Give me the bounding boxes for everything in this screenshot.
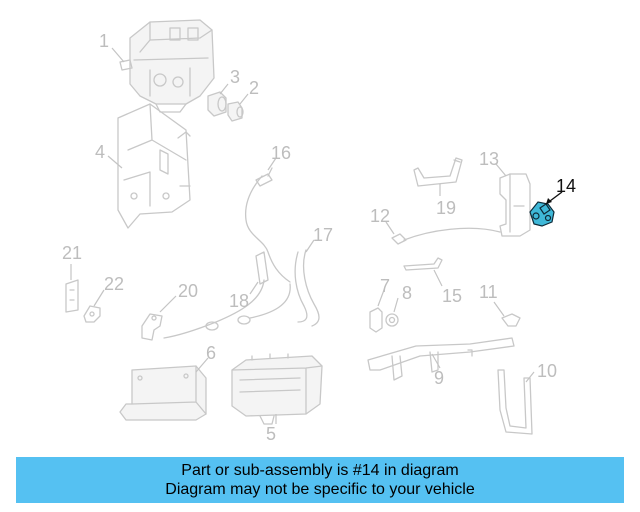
label-18: 18 — [229, 291, 249, 311]
leader-1 — [111, 47, 125, 63]
part-1-abs-unit — [119, 19, 215, 113]
label-12: 12 — [370, 206, 390, 226]
leader-4 — [107, 155, 123, 169]
part-17-line — [294, 249, 320, 327]
part-15-clip — [403, 257, 443, 271]
label-19: 19 — [436, 198, 456, 218]
label-3: 3 — [230, 67, 240, 87]
part-22 — [83, 305, 101, 323]
label-4: 4 — [95, 142, 105, 162]
part-10-u-bracket — [497, 369, 533, 435]
part-2 — [227, 101, 244, 122]
info-banner: Part or sub-assembly is #14 in diagram D… — [16, 457, 624, 503]
label-7: 7 — [380, 276, 390, 296]
label-14: 14 — [556, 176, 576, 196]
label-13: 13 — [479, 149, 499, 169]
part-9-rail — [367, 337, 515, 381]
leader-13 — [495, 163, 507, 177]
leader-7 — [377, 289, 385, 307]
part-14-highlighted[interactable] — [529, 201, 555, 227]
leader-3 — [219, 83, 229, 95]
label-10: 10 — [537, 361, 557, 381]
part-13-bracket — [499, 173, 531, 237]
label-17: 17 — [313, 225, 333, 245]
leader-18 — [249, 281, 259, 295]
arrow-head-14 — [546, 198, 552, 204]
leader-20 — [159, 295, 177, 313]
leader-12 — [385, 221, 395, 235]
leader-6 — [195, 357, 209, 373]
label-9: 9 — [434, 368, 444, 388]
part-3 — [207, 91, 227, 117]
label-2: 2 — [249, 78, 259, 98]
label-20: 20 — [178, 281, 198, 301]
label-11: 11 — [479, 282, 498, 302]
label-1: 1 — [99, 31, 109, 51]
part-4-bracket — [117, 103, 191, 229]
label-15: 15 — [442, 286, 462, 306]
part-18-sensor-harness — [163, 251, 291, 339]
leader-22 — [93, 289, 105, 307]
part-12-sensor — [391, 227, 501, 245]
part-19-bracket — [413, 157, 463, 187]
label-16: 16 — [271, 143, 291, 163]
banner-line-1: Part or sub-assembly is #14 in diagram — [181, 462, 459, 479]
part-8 — [385, 313, 399, 327]
leader-17 — [305, 239, 315, 253]
label-6: 6 — [206, 343, 216, 363]
part-6-control-module — [119, 365, 207, 421]
parts-diagram: 1 3 2 4 16 17 18 — [62, 19, 576, 444]
part-11 — [501, 313, 521, 327]
part-21 — [65, 279, 79, 313]
leader-16 — [267, 157, 277, 171]
leader-9 — [431, 353, 441, 369]
label-8: 8 — [402, 283, 412, 303]
leader-10 — [525, 371, 535, 383]
leader-11 — [493, 301, 505, 317]
banner-line-2: Diagram may not be specific to your vehi… — [165, 481, 475, 498]
leader-15 — [433, 269, 443, 287]
part-5-housing — [231, 353, 323, 425]
label-21: 21 — [62, 243, 82, 263]
part-7 — [369, 307, 383, 333]
label-22: 22 — [104, 274, 124, 294]
part-20-bracket — [141, 313, 163, 341]
leader-2 — [239, 93, 249, 105]
leader-8 — [393, 297, 399, 313]
part-16-sensor-cable — [244, 167, 291, 283]
label-5: 5 — [266, 424, 276, 444]
